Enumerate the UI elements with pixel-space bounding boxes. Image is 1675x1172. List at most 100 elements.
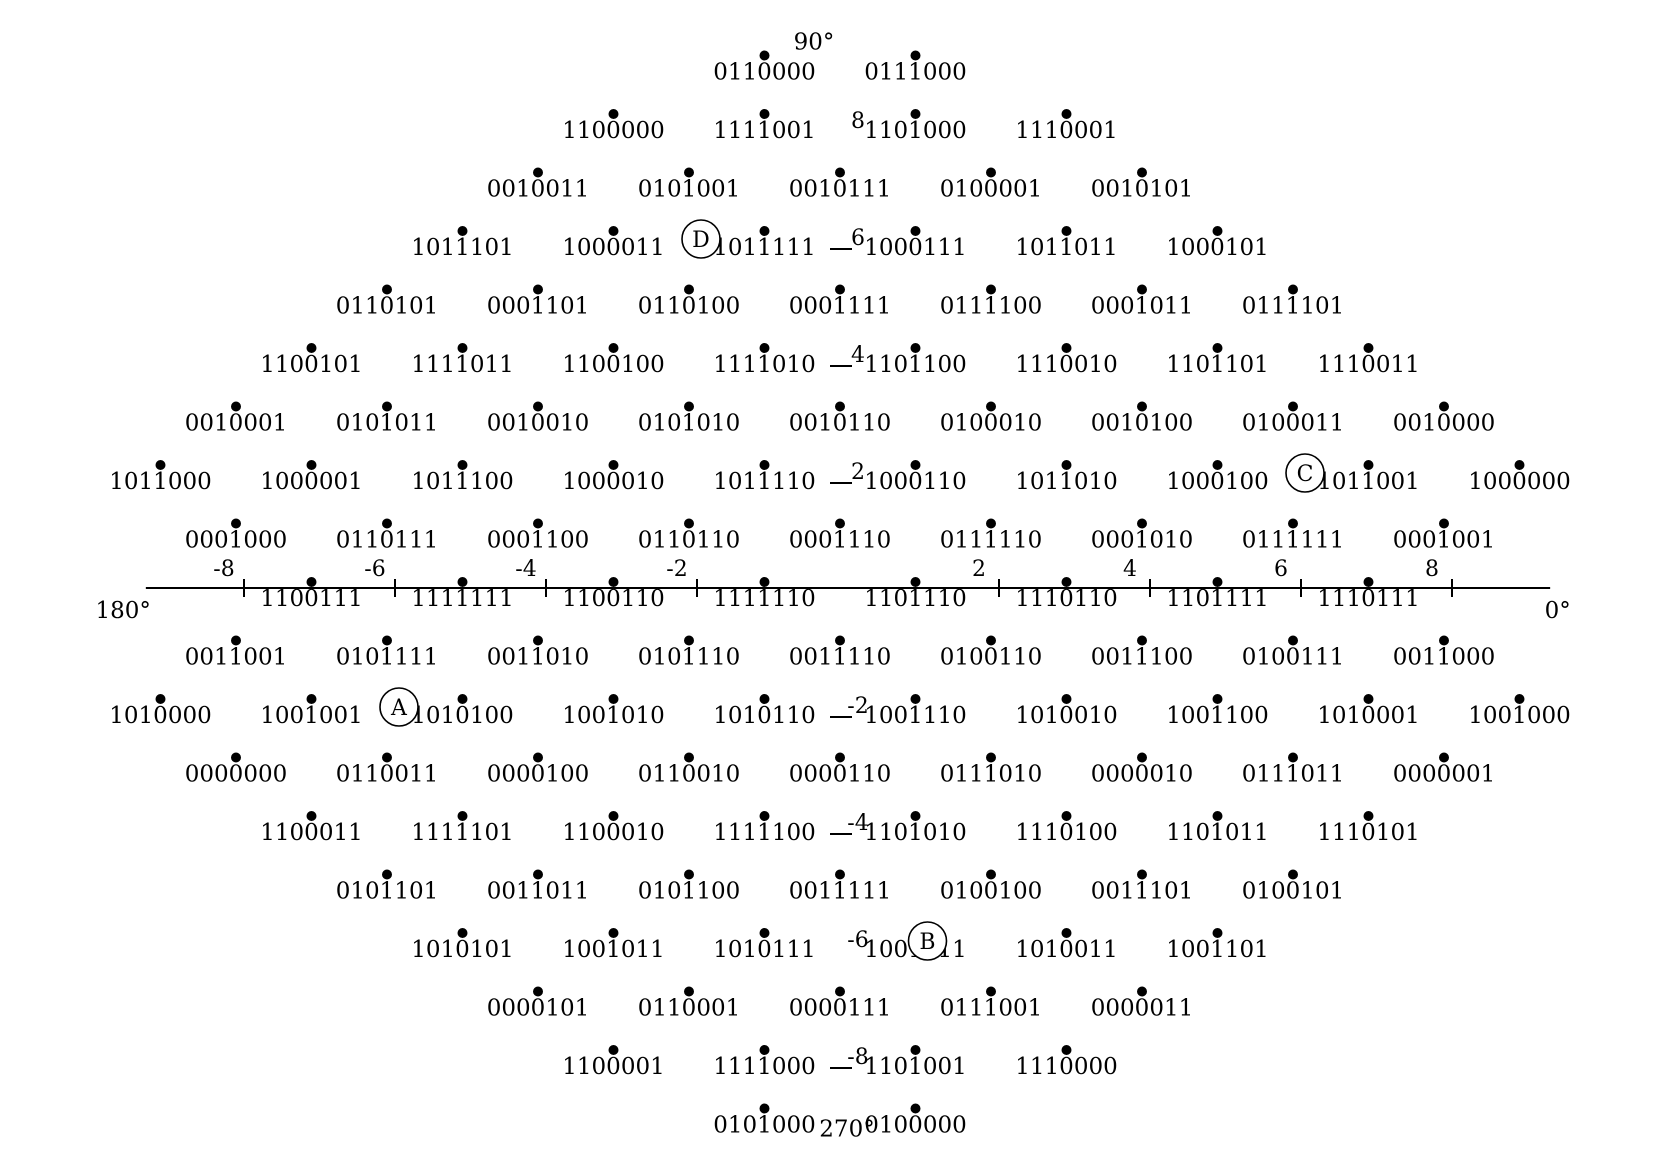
constellation-point: 1001011: [562, 928, 665, 963]
constellation-point: 0000011: [1091, 986, 1193, 1022]
constellation-point: 0000001: [1393, 752, 1495, 788]
point-code-label: 1100001: [562, 1054, 664, 1080]
point-code-label: 0100010: [940, 411, 1042, 437]
constellation-point: 1001110: [864, 694, 967, 729]
constellation-dot: [684, 284, 694, 295]
point-code-label: 0101111: [336, 645, 438, 671]
constellation-dot: [910, 1103, 921, 1114]
point-code-label: 1100101: [260, 352, 362, 378]
constellation-dot: [684, 401, 694, 412]
constellation-dot: [1288, 752, 1298, 763]
point-code-label: 1111111: [411, 586, 513, 612]
constellation-point: 0110001: [638, 986, 740, 1022]
constellation-dot: [986, 167, 996, 178]
constellation-point: 1110101: [1317, 811, 1420, 846]
constellation-point: 1000001: [260, 460, 363, 495]
constellation-point: 0100100: [940, 869, 1042, 905]
constellation-dot: [1514, 694, 1525, 704]
point-code-label: 1000010: [562, 469, 664, 495]
constellation-dot: [759, 694, 770, 704]
point-code-label: 0011100: [1091, 645, 1193, 671]
constellation-point: 0011101: [1091, 869, 1193, 905]
constellation-dot: [1212, 343, 1223, 353]
point-code-label: 1011100: [411, 469, 513, 495]
constellation-dot: [684, 167, 694, 178]
constellation-point: 0111011: [1242, 752, 1344, 788]
real-tick-label: 2: [972, 557, 986, 582]
constellation-point: 1011010: [1015, 460, 1118, 495]
constellation-dot: [1137, 401, 1147, 412]
constellation-dot: [835, 401, 845, 412]
constellation-dot: [1439, 518, 1449, 529]
constellation-dot: [1439, 752, 1449, 763]
point-code-label: 1101100: [864, 352, 966, 378]
constellation-dot: [986, 869, 996, 880]
constellation-point: 1100000: [562, 109, 665, 144]
constellation-dot: [1363, 694, 1374, 704]
marker-b: B: [907, 921, 948, 961]
constellation-point: 0111111: [1242, 518, 1344, 554]
constellation-dot: [457, 811, 468, 821]
constellation-point: 0011001: [185, 635, 287, 671]
constellation-point: 0001100: [487, 518, 589, 554]
point-code-label: 0100100: [940, 879, 1042, 905]
point-code-label: 1000011: [562, 235, 664, 261]
constellation-point: 0111001: [940, 986, 1042, 1022]
constellation-dot: [759, 811, 770, 821]
constellation-dot: [986, 284, 996, 295]
constellation-point: 0010010: [487, 401, 589, 437]
constellation-dot: [910, 811, 921, 821]
point-code-label: 1010101: [411, 937, 513, 963]
imag-tick-label: 8: [851, 109, 865, 134]
constellation-point: 0110110: [638, 518, 740, 554]
marker-a: A: [379, 687, 419, 727]
marker-circle: [1285, 453, 1325, 493]
constellation-point: 1010010: [1015, 694, 1118, 729]
constellation-dot: [759, 109, 770, 119]
constellation-dot: [759, 1045, 770, 1055]
constellation-dot: [1363, 460, 1374, 470]
point-code-label: 0001101: [487, 294, 589, 320]
point-code-label: 0100110: [940, 645, 1042, 671]
constellation-dot: [382, 869, 392, 880]
constellation-point: 0101000: [713, 1103, 816, 1139]
constellation-dot: [1288, 635, 1298, 646]
constellation-point: 1010000: [109, 694, 212, 729]
constellation-dot: [608, 1045, 619, 1055]
constellation-point: 1011101: [411, 226, 514, 261]
constellation-dot: [835, 284, 845, 295]
constellation-point: 0001101: [487, 284, 589, 320]
point-code-label: 1001100: [1166, 703, 1268, 729]
point-code-label: 0000110: [789, 762, 891, 788]
constellation-point: 1111010: [713, 343, 816, 378]
imag-tick-label: -2: [847, 694, 868, 719]
constellation-point: 1000011: [562, 226, 665, 261]
point-code-label: 0010001: [185, 411, 287, 437]
constellation-dot: [1288, 401, 1298, 412]
constellation-dot: [1061, 1045, 1072, 1055]
real-tick-label: 6: [1274, 557, 1288, 582]
point-code-label: 1000000: [1468, 469, 1570, 495]
point-code-label: 0011001: [185, 645, 287, 671]
point-code-label: 0001010: [1091, 528, 1193, 554]
constellation-dot: [306, 343, 317, 353]
constellation-dot: [608, 577, 619, 587]
constellation-point: 1110111: [1317, 577, 1420, 612]
point-code-label: 0001100: [487, 528, 589, 554]
constellation-dot: [533, 986, 543, 997]
constellation-dot: [457, 694, 468, 704]
constellation-point: 1011000: [109, 460, 212, 495]
point-code-label: 0111101: [1242, 294, 1344, 320]
constellation-point: 1101110: [864, 577, 967, 612]
constellation-dot: [1061, 343, 1072, 353]
constellation-point: 0011010: [487, 635, 589, 671]
constellation-dot: [382, 752, 392, 763]
constellation-dot: [231, 752, 241, 763]
point-code-label: 1110010: [1015, 352, 1117, 378]
constellation-point: 1000111: [864, 226, 967, 261]
constellation-dot: [835, 986, 845, 997]
point-code-label: 1100011: [260, 820, 362, 846]
constellation-dot: [1288, 869, 1298, 880]
point-code-label: 0101100: [638, 879, 740, 905]
